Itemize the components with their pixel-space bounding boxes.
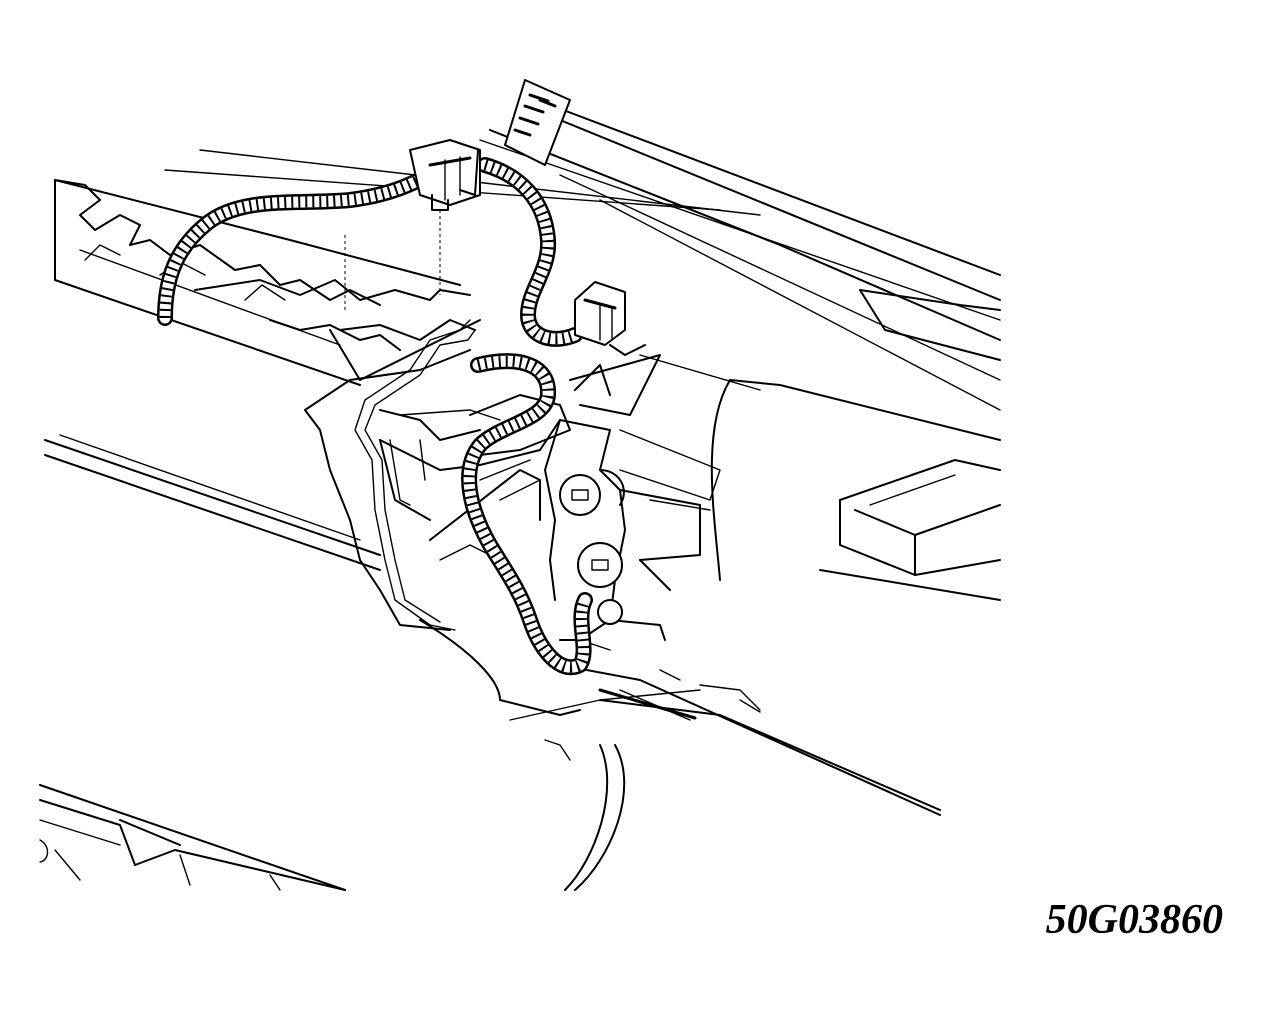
harness-tag-label [504, 79, 571, 166]
bumper-rail [39, 179, 461, 891]
wiring-harness-conduit [157, 157, 593, 676]
figure-code: 50G03860 [1045, 897, 1223, 943]
harness-connector-right [574, 281, 646, 356]
wire-tie [354, 319, 471, 631]
hinge-bolt-upper [559, 474, 601, 516]
cowl-panel [164, 104, 1001, 601]
hinge-bracket [469, 354, 701, 651]
harness-connector-upper [409, 139, 481, 211]
hinge-bolt-lower [577, 542, 623, 588]
fender-panel [194, 210, 941, 891]
